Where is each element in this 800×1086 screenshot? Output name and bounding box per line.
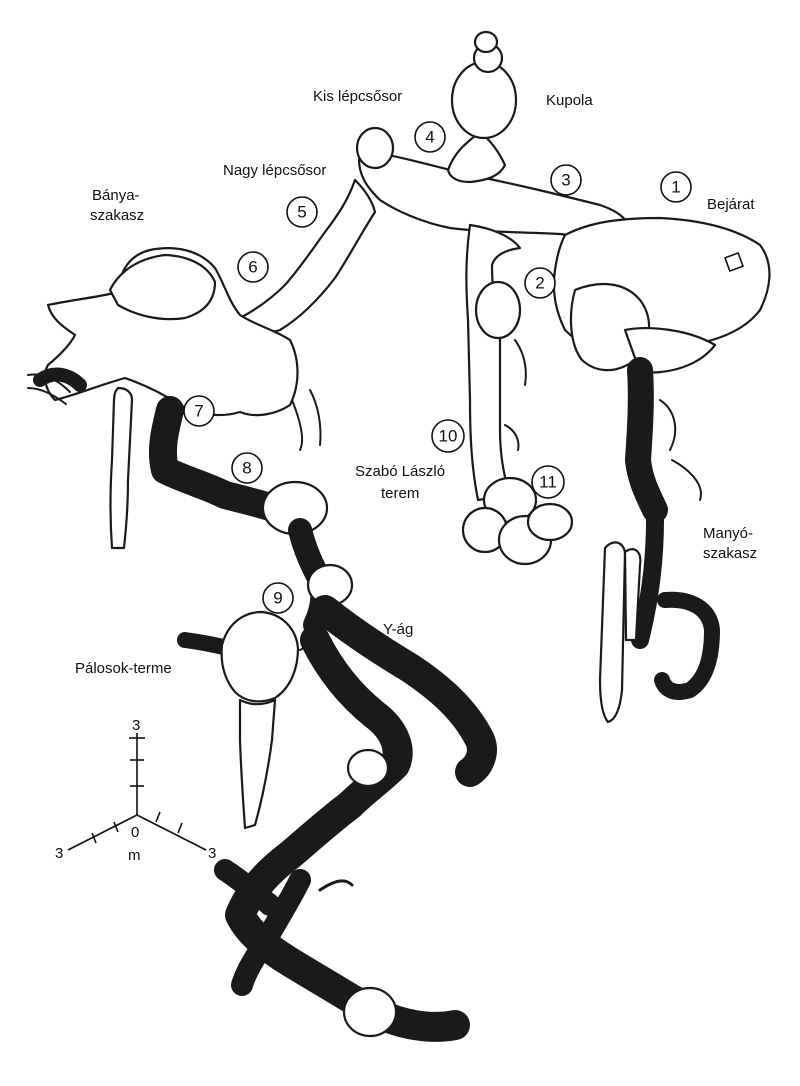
label-banya-1: Bánya-	[92, 187, 140, 204]
upper-gallery	[238, 126, 632, 334]
bejarat-section	[552, 216, 771, 724]
label-manyo-2: szakasz	[703, 545, 757, 562]
scale-left: 3	[55, 845, 63, 862]
label-kis-lepcsosor: Kis lépcsősor	[313, 88, 402, 105]
palosok-terme	[177, 610, 326, 830]
scale-axes: 3 3 3 0 m	[55, 717, 216, 864]
scale-unit: m	[128, 847, 141, 864]
label-y-ag: Y-ág	[383, 621, 413, 638]
svg-text:8: 8	[242, 459, 251, 478]
svg-text:1: 1	[671, 178, 680, 197]
label-nagy-lepcsosor: Nagy lépcsősor	[223, 162, 326, 179]
banya-szakasz	[27, 247, 322, 550]
label-palosok: Pálosok-terme	[75, 660, 172, 677]
marker-6: 6	[237, 251, 269, 283]
marker-2: 2	[524, 267, 556, 299]
marker-1: 1	[660, 171, 692, 203]
svg-text:5: 5	[297, 203, 306, 222]
label-banya-2: szakasz	[90, 207, 144, 224]
label-bejarat: Bejárat	[707, 196, 755, 213]
svg-text:3: 3	[561, 171, 570, 190]
entrance-marker	[724, 252, 744, 272]
label-manyo-1: Manyó-	[703, 525, 753, 542]
label-szabo-2: terem	[381, 485, 419, 502]
lower-section	[214, 840, 470, 1042]
svg-text:6: 6	[248, 258, 257, 277]
marker-10: 10	[431, 419, 465, 453]
marker-8: 8	[231, 452, 263, 484]
map-labels: Kupola Kis lépcsősor Nagy lépcsősor Bány…	[75, 88, 757, 677]
scale-top: 3	[132, 717, 140, 734]
svg-text:7: 7	[194, 402, 203, 421]
kupola-dome	[446, 30, 518, 184]
marker-5: 5	[286, 196, 318, 228]
label-szabo-1: Szabó László	[355, 463, 445, 480]
szabo-laszlo-branch	[461, 223, 574, 566]
number-markers: 1 2 3 4 5 6 7 8	[183, 121, 692, 614]
marker-7: 7	[183, 395, 215, 427]
marker-9: 9	[262, 582, 294, 614]
section-7-8	[148, 396, 354, 637]
svg-text:2: 2	[535, 274, 544, 293]
svg-text:10: 10	[439, 427, 458, 446]
marker-4: 4	[414, 121, 446, 153]
label-kupola: Kupola	[546, 92, 593, 109]
y-ag-branches	[275, 595, 497, 870]
scale-origin: 0	[131, 824, 139, 841]
scale-right: 3	[208, 845, 216, 862]
svg-text:9: 9	[273, 589, 282, 608]
marker-3: 3	[550, 164, 582, 196]
svg-text:11: 11	[539, 473, 557, 492]
marker-11: 11	[531, 465, 565, 499]
svg-text:4: 4	[425, 128, 434, 147]
